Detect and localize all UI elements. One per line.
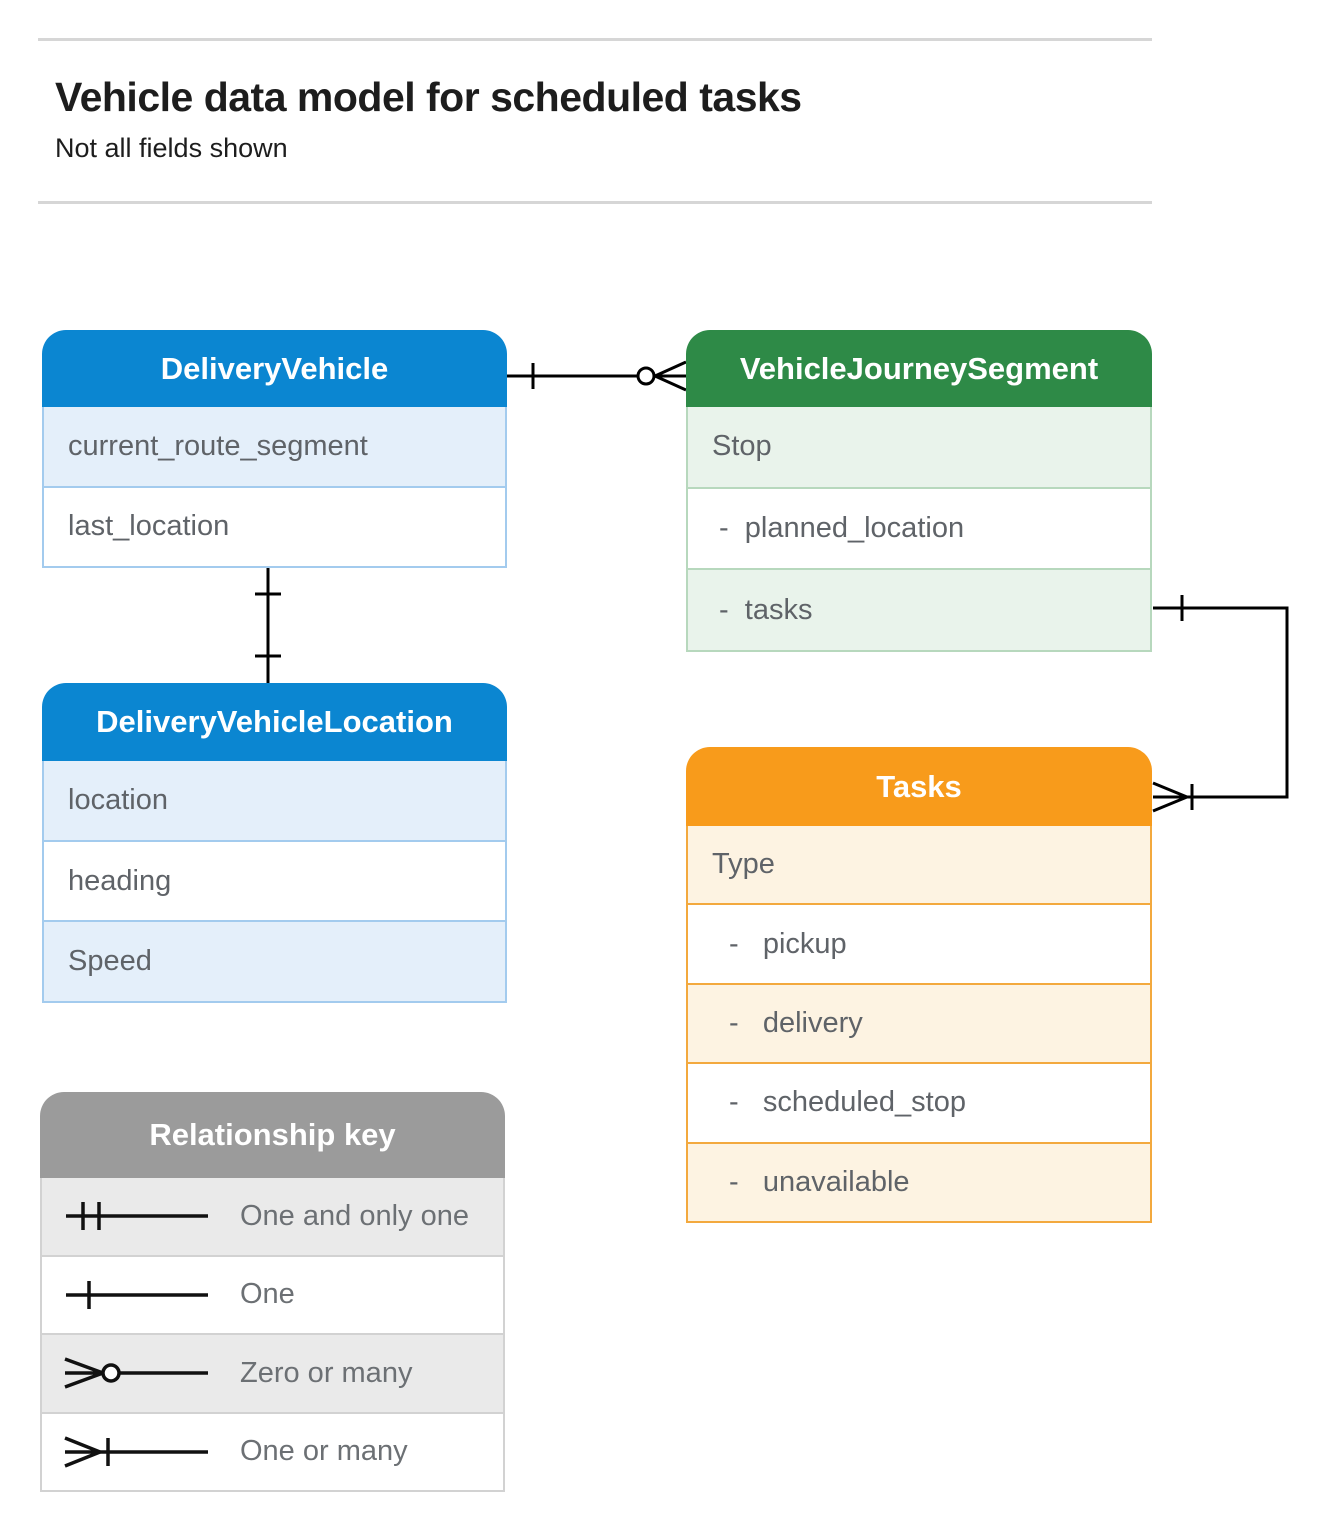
connector-deliveryvehicle-vehiclejourneysegment [507,360,687,392]
field-row: Speed [44,920,505,1002]
connector-vehiclejourneysegment-tasks [1152,595,1289,813]
entity-tasks-fields: Type - pickup - delivery - scheduled_sto… [686,826,1152,1223]
field-label: - unavailable [729,1165,910,1198]
legend-label: One [240,1278,295,1311]
field-label: current_route_segment [68,429,368,462]
entity-delivery-vehicle: DeliveryVehicle current_route_segment la… [42,330,507,568]
field-label: Speed [68,945,152,978]
field-label: location [68,783,168,816]
entity-vehicle-journey-segment: VehicleJourneySegment Stop - planned_loc… [686,330,1152,652]
field-row: - delivery [688,982,1150,1063]
field-row: heading [44,839,505,921]
entity-delivery-vehicle-title: DeliveryVehicle [42,330,507,407]
field-label: - tasks [719,593,813,626]
header-divider [38,201,1152,204]
entity-vehicle-journey-segment-title: VehicleJourneySegment [686,330,1152,407]
relationship-key-rows: One and only one One [40,1178,505,1492]
field-row: - planned_location [688,486,1150,569]
legend-label: One and only one [240,1199,469,1232]
field-label: - planned_location [719,512,965,544]
legend-label: One or many [240,1435,408,1468]
entity-delivery-vehicle-location-fields: location heading Speed [42,761,507,1003]
field-label: last_location [68,510,230,543]
top-divider [38,38,1152,41]
field-label: Stop [712,430,772,463]
page-title: Vehicle data model for scheduled tasks [55,74,802,120]
legend-row: Zero or many [42,1333,503,1412]
field-label: - pickup [729,927,847,960]
field-label: - delivery [729,1007,863,1040]
field-row: current_route_segment [44,407,505,486]
entity-delivery-vehicle-location-title: DeliveryVehicleLocation [42,683,507,761]
page-subtitle: Not all fields shown [55,133,288,163]
field-row: location [44,761,505,840]
entity-tasks: Tasks Type - pickup - delivery - schedul… [686,747,1152,1223]
zero-or-many-icon [64,1357,208,1389]
legend-row: One or many [42,1411,503,1490]
entity-delivery-vehicle-location: DeliveryVehicleLocation location heading… [42,683,507,1003]
connector-deliveryvehicle-deliveryvehiclelocation [255,568,281,683]
field-row: - scheduled_stop [688,1062,1150,1142]
field-row: - unavailable [688,1141,1150,1222]
entity-vehicle-journey-segment-fields: Stop - planned_location - tasks [686,407,1152,652]
relationship-key-title: Relationship key [40,1092,505,1178]
legend-row: One [42,1254,503,1333]
legend-label: Zero or many [240,1356,413,1389]
relationship-key: Relationship key One and only one [40,1092,505,1492]
field-row: Stop [688,407,1150,487]
field-row: - tasks [688,568,1150,651]
legend-row: One and only one [42,1178,503,1255]
one-and-only-one-icon [66,1202,208,1231]
field-row: - pickup [688,903,1150,983]
field-label: Type [712,848,775,881]
one-or-many-icon [64,1436,208,1468]
field-row: Type [688,826,1150,904]
entity-tasks-title: Tasks [686,747,1152,826]
one-icon [66,1280,208,1309]
field-label: heading [68,864,172,897]
entity-delivery-vehicle-fields: current_route_segment last_location [42,407,507,568]
field-label: - scheduled_stop [729,1086,966,1119]
field-row: last_location [44,485,505,566]
